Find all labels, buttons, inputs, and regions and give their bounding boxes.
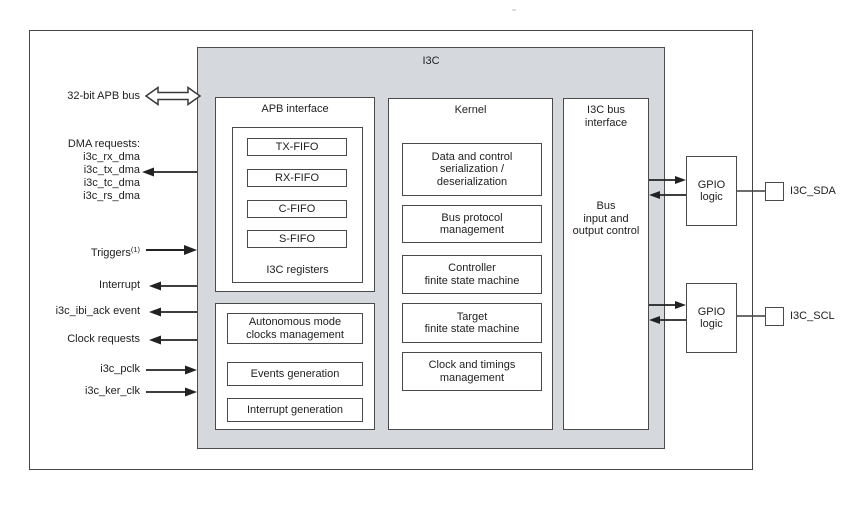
triggers-text: Triggers (90, 247, 131, 259)
controller-fsm-box: Controller finite state machine (402, 255, 542, 294)
i3c-scl-pad (765, 307, 784, 326)
gpio-logic-scl-block: GPIO logic (686, 283, 737, 353)
serialization-box: Data and control serialization / deseria… (402, 143, 542, 196)
target-fsm-box: Target finite state machine (402, 303, 542, 343)
dma-requests-header: DMA requests: (67, 138, 140, 150)
i3c-scl-label: I3C_SCL (790, 310, 835, 322)
clock-timings-box: Clock and timings management (402, 352, 542, 391)
ker-clk-label: i3c_ker_clk (84, 385, 140, 397)
apb-interface-title: APB interface (261, 103, 329, 115)
bus-io-control-label: Bus input and output control (572, 200, 640, 237)
kernel-title: Kernel (454, 104, 487, 116)
rx-fifo-box: RX-FIFO (247, 169, 347, 187)
dma-requests-block: DMA requests: i3c_rx_dma i3c_tx_dma i3c_… (68, 138, 140, 203)
diagram-outer-border (29, 30, 753, 470)
i3c-bus-interface-block: I3C bus interface Bus input and output c… (563, 98, 649, 430)
triggers-label: Triggers(1) (91, 243, 140, 260)
apb-bus-label: 32-bit APB bus (67, 90, 140, 102)
i3c-sda-pad (765, 182, 784, 201)
tx-fifo-box: TX-FIFO (247, 138, 347, 156)
interrupt-generation-box: Interrupt generation (227, 398, 363, 422)
i3c-block-title: I3C (422, 55, 440, 67)
gpio-logic-sda-block: GPIO logic (686, 156, 737, 226)
clock-requests-label: Clock requests (67, 333, 140, 345)
dma-request-item: i3c_rx_dma (83, 151, 140, 163)
dma-request-item: i3c_rs_dma (83, 190, 140, 202)
dma-request-item: i3c_tx_dma (83, 164, 140, 176)
autonomous-clocks-box: Autonomous mode clocks management (227, 313, 363, 344)
i3c-sda-label: I3C_SDA (790, 185, 836, 197)
i3c-bus-interface-title: I3C bus interface (584, 104, 628, 129)
dma-request-item: i3c_tc_dma (83, 177, 140, 189)
pclk-label: i3c_pclk (100, 363, 140, 375)
bus-protocol-box: Bus protocol management (402, 205, 542, 243)
s-fifo-box: S-FIFO (247, 230, 347, 248)
stray-mark (512, 9, 516, 11)
triggers-footnote-marker: (1) (130, 245, 140, 254)
c-fifo-box: C-FIFO (247, 200, 347, 218)
i3c-registers-label: I3C registers (266, 264, 329, 276)
events-generation-box: Events generation (227, 362, 363, 386)
ibi-ack-event-label: i3c_ibi_ack event (55, 305, 140, 317)
interrupt-label: Interrupt (99, 279, 140, 291)
